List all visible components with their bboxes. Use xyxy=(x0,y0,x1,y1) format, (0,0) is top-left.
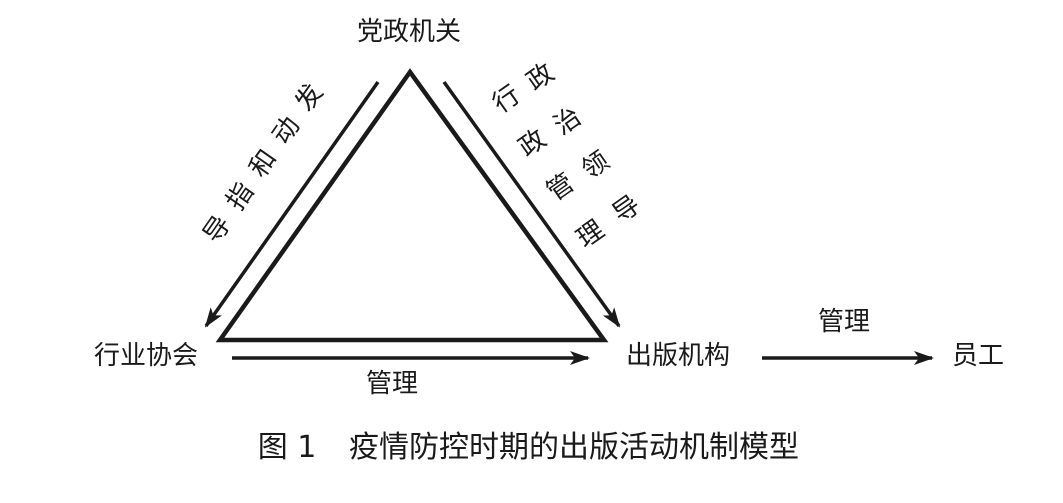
arrow-party-to-publisher xyxy=(442,80,621,328)
right-edge-char: 政 xyxy=(521,58,560,97)
left-edge-char: 动 xyxy=(267,111,306,150)
left-edge-char: 导 xyxy=(198,210,237,249)
node-publisher: 出版机构 xyxy=(626,341,730,371)
right-edge-char: 行 xyxy=(487,80,526,119)
edge-label-bottom: 管理 xyxy=(366,369,418,399)
right-edge-char: 管 xyxy=(541,168,580,207)
left-edge-char: 指 xyxy=(221,177,260,216)
left-edge-char: 发 xyxy=(290,78,329,117)
node-party: 党政机关 xyxy=(357,17,461,47)
triangle-frame xyxy=(215,68,609,343)
right-edge-char: 领 xyxy=(576,146,615,185)
right-edge-char: 理 xyxy=(571,215,610,254)
right-edge-char: 导 xyxy=(607,190,646,229)
figure-caption: 疫情防控时期的出版活动机制模型 xyxy=(349,430,799,465)
node-association: 行业协会 xyxy=(94,341,198,371)
arrow-party-to-association xyxy=(204,80,380,328)
edge-label-staff: 管理 xyxy=(818,307,870,337)
figure-number: 图 1 xyxy=(258,430,317,465)
right-edge-char: 政 xyxy=(513,124,552,163)
node-staff: 员工 xyxy=(952,341,1004,371)
left-edge-char: 和 xyxy=(244,144,283,183)
right-edge-char: 治 xyxy=(548,102,587,141)
